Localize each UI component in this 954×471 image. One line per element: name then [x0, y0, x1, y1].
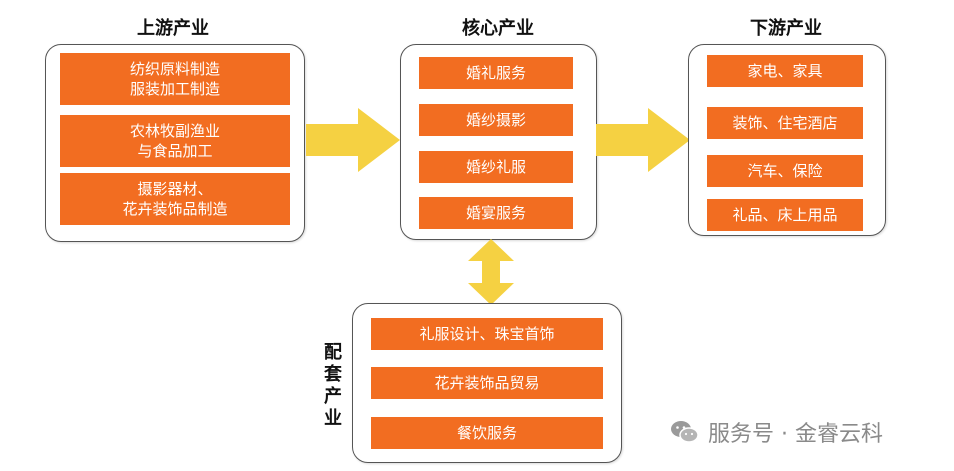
arrow-updown-icon: [468, 239, 514, 305]
core-item: 婚宴服务: [419, 197, 573, 229]
upstream-item: 农林牧副渔业 与食品加工: [60, 115, 290, 167]
wechat-icon: [671, 421, 699, 443]
supporting-panel: 礼服设计、珠宝首饰 花卉装饰品贸易 餐饮服务: [352, 303, 622, 463]
upstream-item: 摄影器材、 花卉装饰品制造: [60, 173, 290, 225]
core-title: 核心产业: [462, 18, 534, 39]
core-panel: 婚礼服务 婚纱摄影 婚纱礼服 婚宴服务: [400, 44, 597, 240]
downstream-item: 礼品、床上用品: [707, 199, 863, 231]
supporting-item: 餐饮服务: [371, 417, 603, 449]
downstream-item: 家电、家具: [707, 55, 863, 87]
downstream-panel: 家电、家具 装饰、住宅酒店 汽车、保险 礼品、床上用品: [688, 44, 886, 236]
core-item: 婚礼服务: [419, 57, 573, 89]
supporting-item: 花卉装饰品贸易: [371, 367, 603, 399]
downstream-item: 装饰、住宅酒店: [707, 107, 863, 139]
downstream-item: 汽车、保险: [707, 155, 863, 187]
arrow-right-icon: [306, 108, 400, 172]
upstream-title: 上游产业: [137, 18, 209, 39]
upstream-panel: 纺织原料制造 服装加工制造 农林牧副渔业 与食品加工 摄影器材、 花卉装饰品制造: [45, 44, 305, 242]
arrow-right-icon: [596, 108, 690, 172]
core-item: 婚纱礼服: [419, 151, 573, 183]
upstream-item: 纺织原料制造 服装加工制造: [60, 53, 290, 105]
core-item: 婚纱摄影: [419, 104, 573, 136]
downstream-title: 下游产业: [750, 18, 822, 39]
watermark: 服务号 · 金睿云科: [670, 416, 883, 448]
supporting-item: 礼服设计、珠宝首饰: [371, 318, 603, 350]
watermark-text: 服务号 · 金睿云科: [708, 422, 883, 447]
supporting-title: 配套产业: [324, 342, 342, 429]
